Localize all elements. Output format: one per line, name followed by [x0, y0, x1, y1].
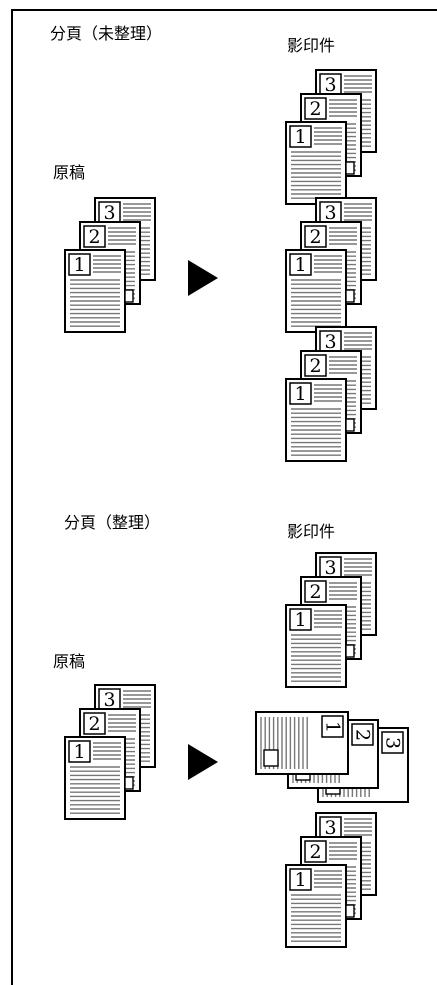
- page-number-label: 2: [309, 355, 321, 377]
- document-page-1: 1: [285, 249, 347, 333]
- page-number-label: 2: [88, 226, 100, 248]
- uncollated-title: 分頁（未整理）: [50, 24, 163, 43]
- page-number-label: 1: [294, 383, 306, 405]
- uncollated-originals-stack: 321: [64, 197, 156, 333]
- page-mark: [124, 776, 134, 790]
- page-number-label: 3: [324, 202, 336, 224]
- page-mark: [345, 644, 355, 658]
- page-number-label: 2: [309, 581, 321, 603]
- page-number-label: 3: [324, 557, 336, 579]
- page-number-label: 1: [73, 741, 85, 763]
- page-number-label: 3: [103, 689, 115, 711]
- page-mark: [345, 161, 355, 175]
- page-number-label: 1: [294, 254, 306, 276]
- document-page-1: 1: [285, 378, 347, 462]
- uncollated-copy-set-2: 321: [285, 197, 377, 333]
- page-number-label: 3: [324, 817, 336, 839]
- document-page-1: 1: [285, 121, 347, 205]
- page-number-label: 1: [294, 609, 306, 631]
- uncollated-copy-set-3: 321: [285, 326, 377, 462]
- page-mark: [345, 289, 355, 303]
- page-number-label: 2: [309, 841, 321, 863]
- page-mark: [345, 904, 355, 918]
- collated-copy-set-3: 321: [285, 812, 377, 948]
- play-arrow-icon: [188, 260, 218, 296]
- document-page-1: 1: [285, 864, 347, 948]
- collated-originals-label: 原稿: [53, 652, 86, 671]
- document-page-1: 1: [285, 604, 347, 688]
- page-number-label: 3: [324, 331, 336, 353]
- page-number-label: 2: [352, 729, 374, 741]
- frame-top-border: [11, 9, 437, 11]
- uncollated-originals-label: 原稿: [53, 163, 86, 182]
- page-mark: [124, 289, 134, 303]
- page-number-label: 1: [73, 254, 85, 276]
- collated-title: 分頁（整理）: [64, 513, 161, 532]
- page-number-label: 1: [294, 126, 306, 148]
- page-mark: [345, 418, 355, 432]
- uncollated-copies-label: 影印件: [287, 36, 336, 55]
- rotated-document-page-1: 1: [255, 711, 349, 775]
- play-arrow-icon: [188, 744, 218, 780]
- collated-copies-label: 影印件: [287, 522, 336, 541]
- page-number-label: 2: [88, 713, 100, 735]
- document-page-1: 1: [64, 249, 126, 333]
- page-number-label: 3: [382, 737, 404, 749]
- page-number-label: 2: [309, 226, 321, 248]
- frame-left-border: [11, 9, 13, 985]
- page-number-label: 2: [309, 98, 321, 120]
- uncollated-copy-set-1: 321: [285, 69, 377, 205]
- page-number-label: 3: [324, 74, 336, 96]
- page-number-label: 1: [322, 721, 344, 733]
- page-number-label: 3: [103, 202, 115, 224]
- page-number-label: 1: [294, 869, 306, 891]
- collated-copy-set-1: 321: [285, 552, 377, 688]
- collated-originals-stack: 321: [64, 684, 156, 820]
- document-page-1: 1: [64, 736, 126, 820]
